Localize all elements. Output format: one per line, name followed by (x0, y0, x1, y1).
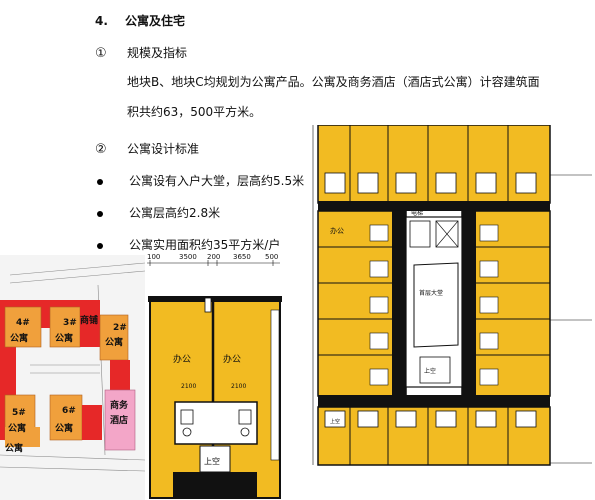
small-label: 上空 (330, 418, 340, 425)
site-label-apt: 公寓 (105, 336, 123, 348)
unit-room-label-2: 办公 (223, 353, 241, 365)
site-label-apt: 公寓 (5, 442, 23, 454)
subsection-scale: ① 规模及指标 (95, 44, 187, 61)
sub2-marker: ② (95, 142, 107, 157)
site-label-4: 4# (16, 318, 30, 328)
site-label-hotel: 酒店 (110, 414, 128, 426)
scale-paragraph: 地块B、地块C均规划为公寓产品。公寓及商务酒店（酒店式公寓）计容建筑面 积共约6… (127, 67, 577, 127)
site-label-5: 5# (12, 408, 26, 418)
paragraph-line-1: 地块B、地块C均规划为公寓产品。公寓及商务酒店（酒店式公寓）计容建筑面 (127, 75, 540, 89)
site-label-apt: 公寓 (55, 332, 73, 344)
site-label-6: 6# (62, 406, 76, 416)
bullet-text: 公寓设有入户大堂，层高约5.5米 (129, 174, 305, 188)
site-label-apt: 公寓 (8, 422, 26, 434)
site-label-2: 2# (113, 323, 127, 333)
sub2-title: 公寓设计标准 (127, 142, 200, 156)
paragraph-line-2: 积共约63，500平方米。 (127, 105, 262, 119)
site-label-shops: 商铺 (80, 314, 98, 326)
dim-100: 100 (147, 253, 160, 261)
subsection-standards: ② 公寓设计标准 (95, 140, 199, 157)
lift-label: 电梯 (411, 209, 423, 217)
bullet-item: 公寓设有入户大堂，层高约5.5米 (95, 172, 304, 189)
unit-stair-label: 上空 (204, 456, 220, 466)
dim-3650: 3650 (233, 253, 251, 261)
floor-room-label: 办公 (330, 226, 344, 235)
site-label-apt: 公寓 (55, 422, 73, 434)
dim-3500: 3500 (179, 253, 197, 261)
bullet-text: 公寓层高约2.8米 (129, 206, 221, 220)
lobby-label: 首层大堂 (419, 289, 443, 297)
bullet-dot-icon (97, 242, 103, 249)
bullet-item: 公寓层高约2.8米 (95, 204, 220, 221)
bullet-text: 公寓实用面积约35平方米/户 (129, 238, 281, 252)
site-label-biz: 商务 (110, 399, 129, 411)
site-plan-image: 4# 公寓 3# 公寓 商铺 2# 公寓 5# 公寓 6# 公寓 商务 酒店 公… (0, 255, 145, 500)
bullet-dot-icon (97, 178, 103, 185)
sub1-title: 规模及指标 (127, 46, 188, 60)
dim-500: 500 (265, 253, 278, 261)
unit-room-label-1: 办公 (173, 353, 191, 365)
section-number: 4. (95, 14, 108, 28)
bullet-dot-icon (97, 210, 103, 217)
dim-200: 200 (207, 253, 220, 261)
sub1-marker: ① (95, 46, 107, 61)
section-heading: 4. 公寓及住宅 (95, 12, 185, 29)
floor-plan-image: 办公 电梯 首层大堂 上空 上空 (310, 125, 595, 500)
section-title: 公寓及住宅 (125, 14, 186, 28)
site-label-3: 3# (63, 318, 77, 328)
stair-label: 上空 (424, 367, 436, 375)
unit-room-tag-1: 2100 (181, 383, 196, 390)
unit-plan-image: 100 3500 200 3650 500 办公 办公 2100 2100 上空 (145, 250, 300, 500)
bullet-item: 公寓实用面积约35平方米/户 (95, 236, 280, 253)
unit-room-tag-2: 2100 (231, 383, 246, 390)
site-label-apt: 公寓 (10, 332, 28, 344)
